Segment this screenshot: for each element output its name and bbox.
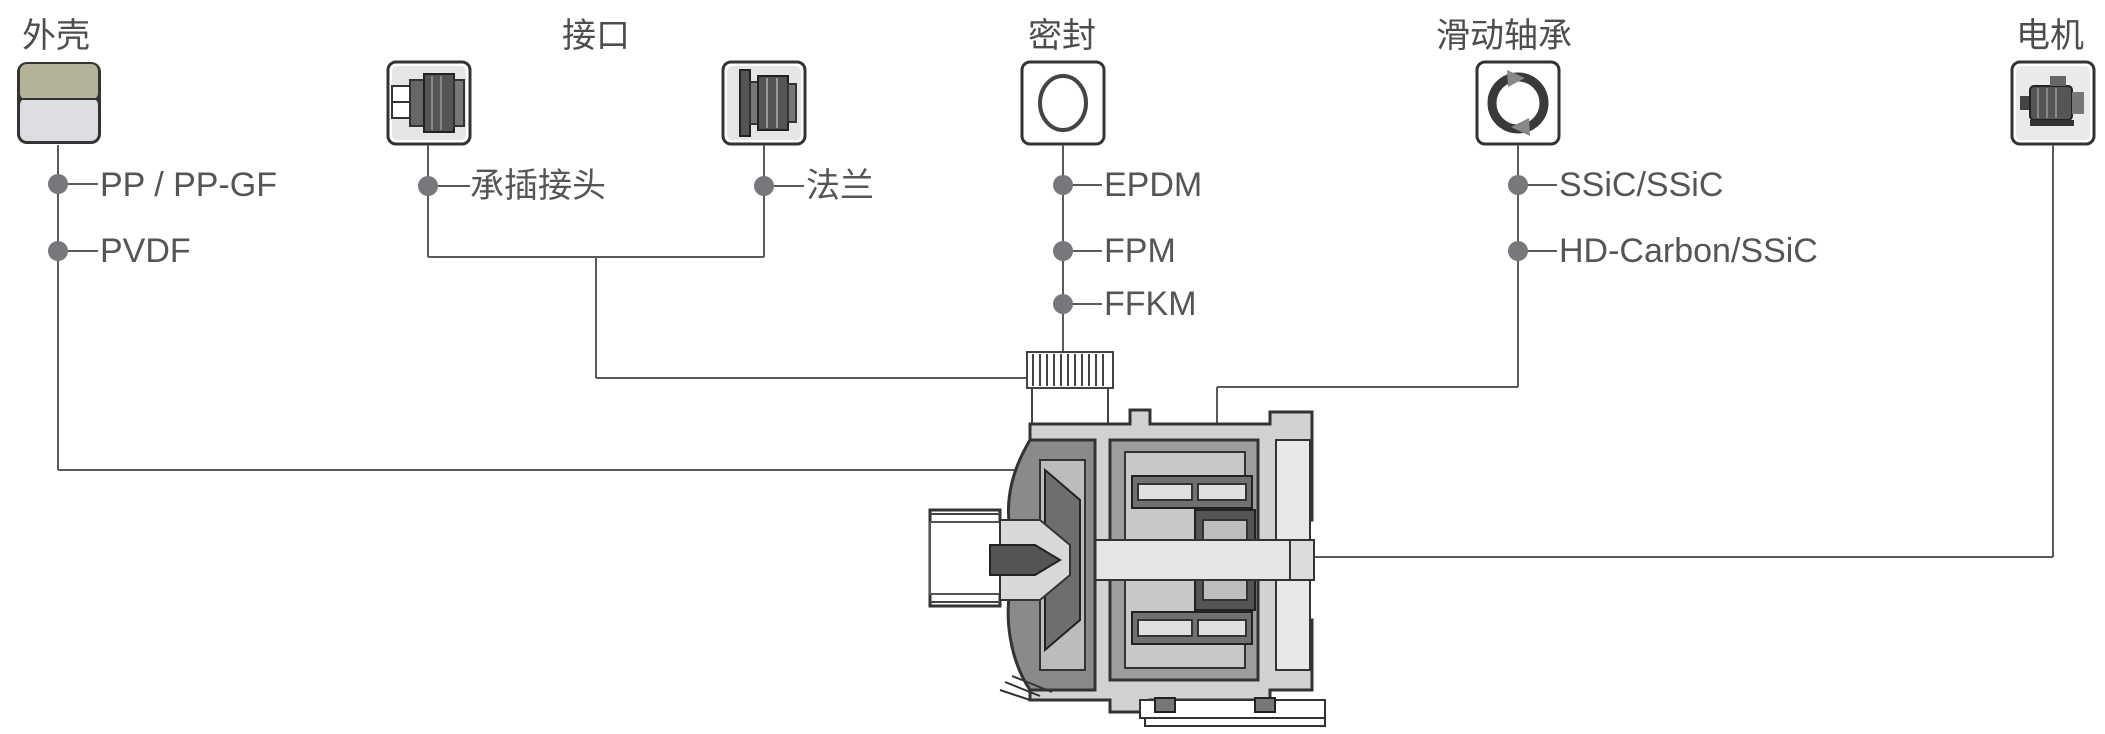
motor-title: 电机 bbox=[2016, 16, 2084, 56]
option-dot bbox=[1053, 294, 1073, 314]
housing-option-pp: PP / PP-GF bbox=[100, 166, 277, 204]
connection-title: 接口 bbox=[562, 16, 630, 56]
bearing-rotation-icon bbox=[1475, 60, 1561, 146]
bearing-title: 滑动轴承 bbox=[1436, 16, 1572, 56]
seal-option-ffkm: FFKM bbox=[1104, 285, 1197, 323]
housing-title: 外壳 bbox=[22, 16, 90, 56]
option-dot bbox=[1508, 241, 1528, 261]
option-dot bbox=[1508, 175, 1528, 195]
motor-icon bbox=[2010, 60, 2096, 146]
flange-icon bbox=[721, 60, 807, 146]
socket-connector-icon bbox=[386, 60, 472, 146]
option-dot bbox=[1053, 175, 1073, 195]
housing-option-pvdf: PVDF bbox=[100, 232, 191, 270]
bearing-option-ssic: SSiC/SSiC bbox=[1559, 166, 1723, 204]
pump-cross-section bbox=[928, 351, 1326, 727]
option-dot bbox=[418, 176, 438, 196]
bearing-option-hd-carbon: HD-Carbon/SSiC bbox=[1559, 232, 1818, 270]
seal-option-fpm: FPM bbox=[1104, 232, 1176, 270]
o-ring-icon bbox=[1020, 60, 1106, 146]
option-dot bbox=[48, 174, 68, 194]
option-dot bbox=[48, 241, 68, 261]
seal-title: 密封 bbox=[1028, 16, 1096, 56]
seal-option-epdm: EPDM bbox=[1104, 166, 1202, 204]
option-dot bbox=[1053, 241, 1073, 261]
option-dot bbox=[754, 176, 774, 196]
connection-option-socket: 承插接头 bbox=[470, 167, 606, 205]
housing-icon bbox=[17, 62, 101, 144]
connection-option-flange: 法兰 bbox=[806, 167, 874, 205]
